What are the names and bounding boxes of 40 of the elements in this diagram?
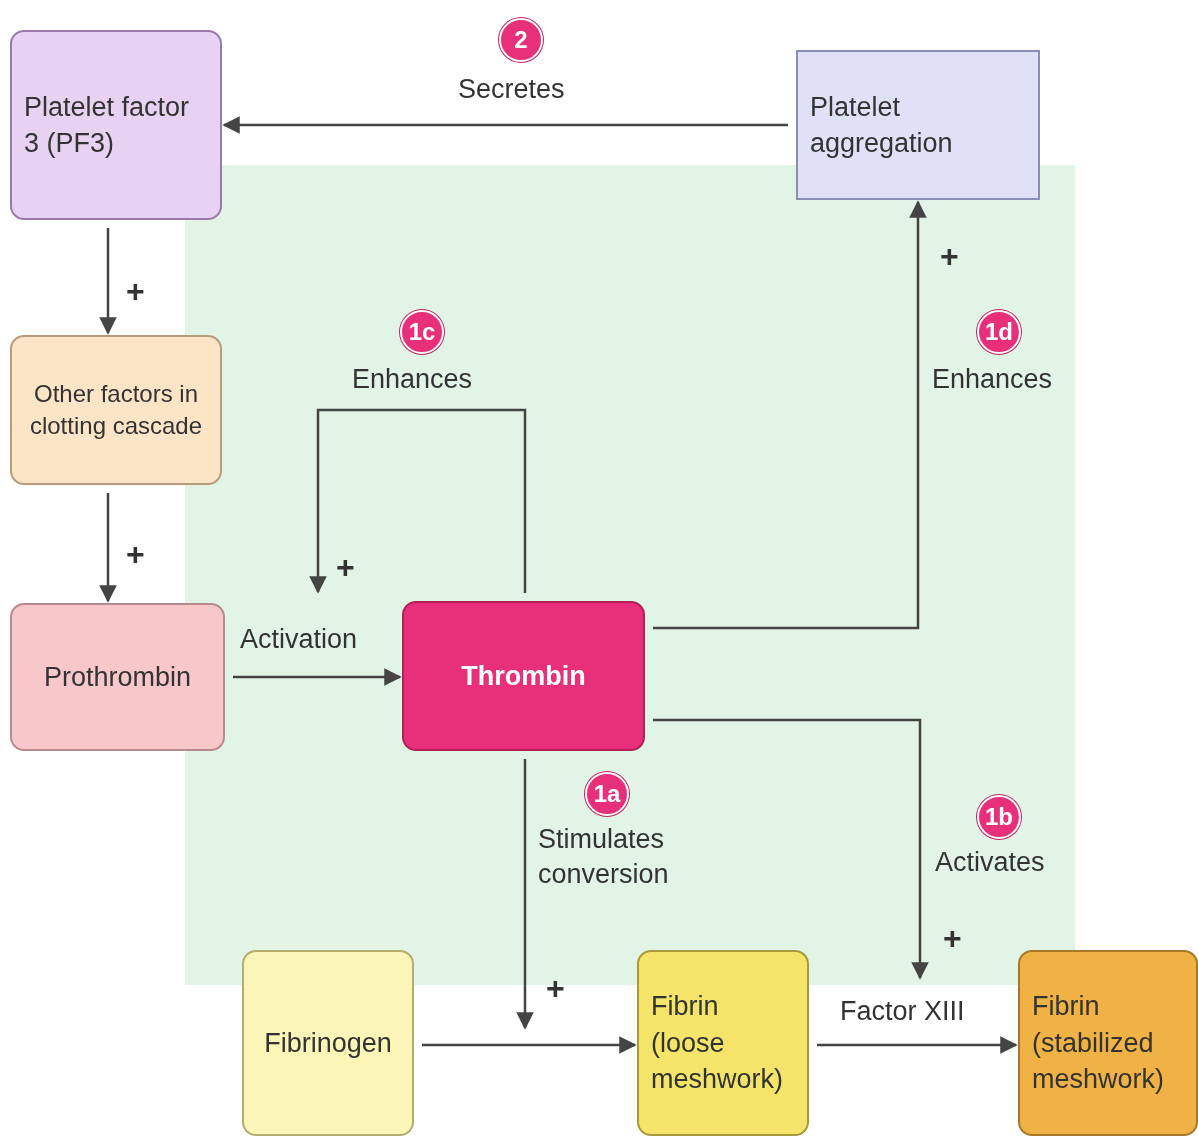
arrow xyxy=(309,408,527,594)
node-text: Fibrinogen xyxy=(264,1026,392,1060)
edge-label: Stimulates conversion xyxy=(538,823,670,892)
callout-number: 2 xyxy=(499,18,543,62)
highlighted-process-box xyxy=(402,601,645,751)
arrow xyxy=(222,116,788,134)
edge-label: Secretes xyxy=(458,73,565,106)
process-box xyxy=(1018,950,1198,1136)
process-box xyxy=(242,950,414,1136)
arrow xyxy=(817,1036,1018,1054)
plus-sign: + xyxy=(336,551,355,583)
edge-label: Factor XIII xyxy=(840,995,965,1028)
edge-label: Activates xyxy=(935,846,1045,879)
plus-sign: + xyxy=(126,275,145,307)
process-box xyxy=(637,950,809,1136)
node-text: Fibrin (loose meshwork) xyxy=(651,990,785,1097)
node-text: Platelet factor 3 (PF3) xyxy=(24,90,191,160)
process-box xyxy=(10,603,225,751)
process-box xyxy=(10,30,222,220)
arrow xyxy=(99,493,117,603)
arrow xyxy=(99,228,117,335)
edge-label: Activation xyxy=(240,623,358,656)
node-text: Platelet aggregation xyxy=(810,90,954,160)
arrow xyxy=(422,1036,637,1054)
node-text: Fibrin (stabilized meshwork) xyxy=(1032,990,1166,1097)
arrow xyxy=(233,668,402,686)
plus-sign: + xyxy=(126,538,145,570)
plus-sign: + xyxy=(943,922,962,954)
node-text: Other factors in clotting cascade xyxy=(28,378,204,441)
arrow xyxy=(653,200,927,630)
node-text: Thrombin xyxy=(461,659,586,693)
node-text: Prothrombin xyxy=(43,660,192,694)
process-box xyxy=(796,50,1040,200)
plus-sign: + xyxy=(546,972,565,1004)
plus-sign: + xyxy=(940,240,959,272)
process-box xyxy=(10,335,222,485)
arrow xyxy=(516,759,534,1030)
arrow xyxy=(653,718,929,980)
edge-label: Enhances xyxy=(352,363,473,396)
edge-label: Enhances xyxy=(932,363,1053,396)
